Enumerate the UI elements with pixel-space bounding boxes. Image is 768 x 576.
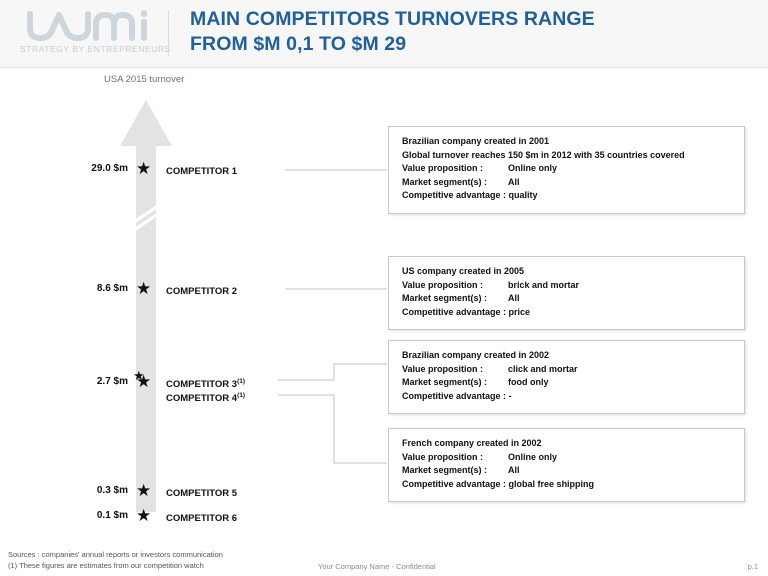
competitor-info-box-3: Brazilian company created in 2002 Value … [388, 340, 745, 414]
page-title-line-1: MAIN COMPETITORS TURNOVERS RANGE [190, 8, 595, 30]
turnover-value: 0.1 $m [96, 510, 128, 521]
competitor-label: COMPETITOR 1 [166, 166, 238, 178]
competitor-label: COMPETITOR 4(1) [166, 392, 246, 405]
competitor-info-box-2: US company created in 2005 Value proposi… [388, 256, 745, 330]
info-line: Market segment(s) :food only [402, 377, 549, 387]
info-line: Value proposition :Online only [402, 163, 558, 173]
star-icon: ★ [136, 506, 152, 525]
info-line: Value proposition :Online only [402, 451, 558, 462]
info-line: Competitive advantage : - [402, 390, 512, 401]
info-line: Competitive advantage : price [402, 306, 531, 317]
info-line: Value proposition :click and mortar [402, 363, 578, 374]
star-icon: ★ [136, 159, 152, 178]
turnover-value: 29.0 $m [91, 163, 128, 174]
footer-confidential: Your Company Name - Confidential [318, 562, 436, 571]
info-line: Competitive advantage : quality [402, 190, 538, 200]
competitor-label: COMPETITOR 2 [166, 286, 238, 298]
competitor-label: COMPETITOR 5 [166, 488, 238, 500]
turnover-value: 2.7 $m [96, 376, 128, 387]
footer-page-number: p.1 [747, 562, 758, 571]
info-line: US company created in 2005 [402, 266, 525, 276]
axis-caption: USA 2015 turnover [104, 74, 185, 85]
turnover-axis-arrow-icon [120, 100, 172, 512]
competitor-info-box-1: Brazilian company created in 2001 Global… [388, 126, 745, 214]
info-line: Value proposition :brick and mortar [402, 279, 580, 290]
star-icon: ★ [136, 279, 152, 298]
info-line: Brazilian company created in 2002 [402, 350, 550, 360]
brand-logo: STRATEGY BY ENTREPRENEURS [12, 8, 171, 62]
source-line-2: (1) These figures are estimates from our… [8, 561, 204, 570]
info-line: Market segment(s) :All [402, 293, 520, 303]
competitor-label: COMPETITOR 3(1) [166, 378, 246, 391]
turnover-value: 8.6 $m [96, 283, 128, 294]
sources-note: Sources : companies' annual reports or i… [8, 549, 348, 571]
star-icon: ★ [133, 368, 145, 383]
page-title: MAIN COMPETITORS TURNOVERS RANGE FROM $M… [190, 7, 750, 57]
info-line: Market segment(s) :All [402, 176, 520, 187]
competitor-info-box-4: French company created in 2002 Value pro… [388, 428, 745, 502]
info-line: French company created in 2002 [402, 438, 542, 448]
page-header: STRATEGY BY ENTREPRENEURS MAIN COMPETITO… [0, 0, 768, 68]
info-line: Competitive advantage : global free ship… [402, 478, 595, 489]
wmi-wordmark-icon [27, 10, 148, 41]
header-divider [168, 10, 169, 56]
info-line: Market segment(s) :All [402, 465, 520, 475]
star-icon: ★ [136, 372, 152, 391]
info-line: Brazilian company created in 2001 [402, 136, 550, 146]
page-title-line-2: FROM $M 0,1 TO $M 29 [190, 33, 407, 55]
star-icon: ★ [136, 481, 152, 500]
info-line: Global turnover reaches 150 $m in 2012 w… [402, 149, 685, 160]
logo-tagline: STRATEGY BY ENTREPRENEURS [20, 44, 171, 54]
source-line-1: Sources : companies' annual reports or i… [8, 550, 223, 559]
competitor-label: COMPETITOR 6 [166, 513, 238, 525]
turnover-value: 0.3 $m [96, 485, 128, 496]
